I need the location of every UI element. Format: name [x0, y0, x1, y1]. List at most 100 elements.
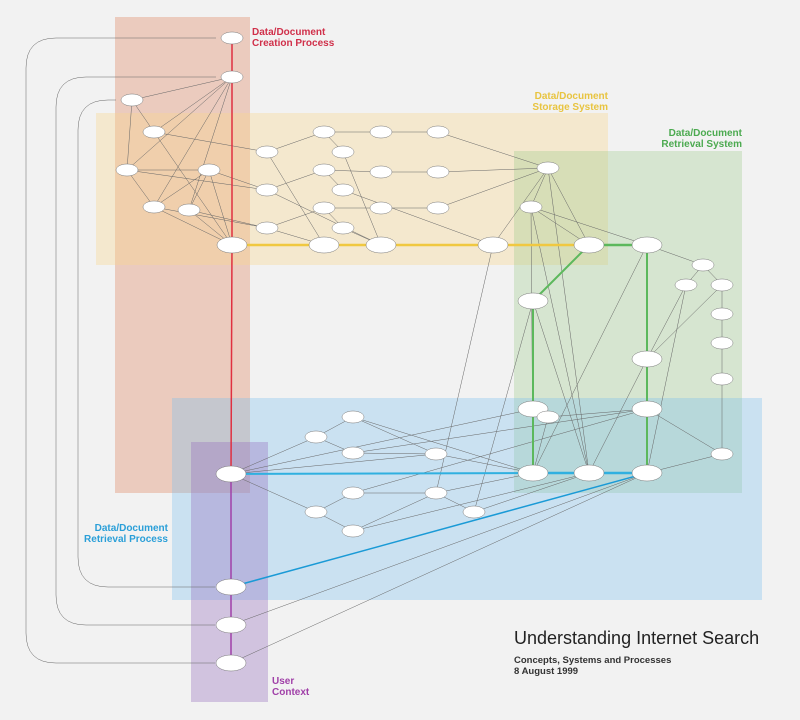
connection-line	[230, 436, 317, 475]
concept-node	[312, 163, 336, 177]
concept-node	[312, 125, 336, 139]
concept-node	[215, 578, 247, 596]
concept-node	[365, 236, 397, 254]
connection-line	[153, 131, 233, 246]
connection-line	[153, 76, 233, 133]
concept-node	[220, 70, 244, 84]
concept-node	[142, 125, 166, 139]
concept-node	[710, 336, 734, 350]
concept-node	[369, 165, 393, 179]
heading-line: Data/Document	[668, 128, 742, 139]
connection-line	[208, 169, 268, 191]
concept-node	[331, 221, 355, 235]
connection-line	[646, 284, 687, 360]
concept-node	[308, 236, 340, 254]
connection-line	[547, 167, 590, 474]
connection-line	[188, 76, 233, 211]
connection-line	[266, 151, 325, 246]
concept-node	[177, 203, 201, 217]
connection-line	[342, 151, 382, 246]
concept-node	[536, 410, 560, 424]
heading-user-context: User Context	[272, 676, 309, 698]
concept-node	[215, 654, 247, 672]
connection-line	[126, 76, 233, 171]
heading-retrieval-system: Data/Document Retrieval System	[640, 128, 742, 150]
connection-line	[437, 167, 549, 173]
concept-node	[255, 221, 279, 235]
concept-node	[674, 278, 698, 292]
connection-line	[352, 408, 648, 494]
process-axis-line	[230, 472, 648, 588]
concept-node	[424, 486, 448, 500]
process-axis-line	[532, 244, 590, 302]
concept-node	[426, 201, 450, 215]
connection-line	[153, 76, 233, 208]
connection-line	[437, 167, 549, 209]
concept-node	[215, 616, 247, 634]
process-axis-line	[230, 244, 233, 475]
heading-line: Retrieval Process	[84, 534, 168, 545]
process-axis-line	[230, 472, 534, 475]
heading-line: Retrieval System	[661, 139, 742, 150]
concept-node	[426, 165, 450, 179]
concept-node	[341, 524, 365, 538]
concept-node	[220, 31, 244, 45]
connection-line	[646, 284, 687, 474]
connection-line	[437, 131, 549, 169]
region-retrieval-process	[172, 398, 762, 600]
concept-node	[710, 278, 734, 292]
connection-line	[126, 169, 155, 208]
concept-node	[462, 505, 486, 519]
heading-retrieval-process: Data/Document Retrieval Process	[70, 523, 168, 545]
concept-node	[573, 236, 605, 254]
connection-line	[131, 76, 233, 101]
connection-line	[530, 167, 549, 208]
connection-line	[266, 189, 382, 246]
connection-line	[473, 472, 590, 513]
concept-node	[215, 465, 247, 483]
heading-line: Data/Document	[534, 91, 608, 102]
concept-node	[517, 464, 549, 482]
connection-line	[532, 416, 549, 474]
heading-line: Data/Document	[94, 523, 168, 534]
connection-line	[126, 169, 268, 191]
feedback-loop-line	[25, 37, 216, 664]
connection-line	[352, 416, 437, 455]
concept-node	[331, 183, 355, 197]
connection-line	[153, 206, 233, 246]
concept-node	[369, 125, 393, 139]
concept-node	[631, 236, 663, 254]
connection-line	[530, 206, 648, 246]
heading-creation-process: Data/Document Creation Process	[252, 27, 334, 49]
concept-node	[304, 430, 328, 444]
connection-line	[530, 206, 590, 474]
connection-line	[153, 131, 268, 153]
connection-line	[646, 284, 723, 360]
concept-node	[517, 292, 549, 310]
concept-node	[631, 464, 663, 482]
connection-line	[532, 300, 590, 474]
connection-line	[435, 453, 534, 474]
connection-line	[153, 169, 210, 208]
concept-node	[115, 163, 139, 177]
connection-line	[230, 453, 437, 475]
concept-node	[341, 486, 365, 500]
connection-line	[230, 472, 648, 626]
concept-node	[197, 163, 221, 177]
concept-node	[312, 201, 336, 215]
concept-node	[710, 307, 734, 321]
concept-node	[255, 183, 279, 197]
concept-node	[426, 125, 450, 139]
subtitle-text: Concepts, Systems and Processes	[514, 655, 672, 666]
heading-line: User	[272, 676, 295, 687]
concept-node	[341, 410, 365, 424]
connection-line	[352, 408, 648, 454]
concept-node	[710, 447, 734, 461]
concept-node	[304, 505, 328, 519]
poster-subtitle: Concepts, Systems and Processes 8 August…	[514, 655, 759, 677]
connection-line	[188, 169, 210, 211]
concept-node	[519, 200, 543, 214]
connection-line	[230, 472, 648, 664]
connection-line	[547, 408, 648, 418]
